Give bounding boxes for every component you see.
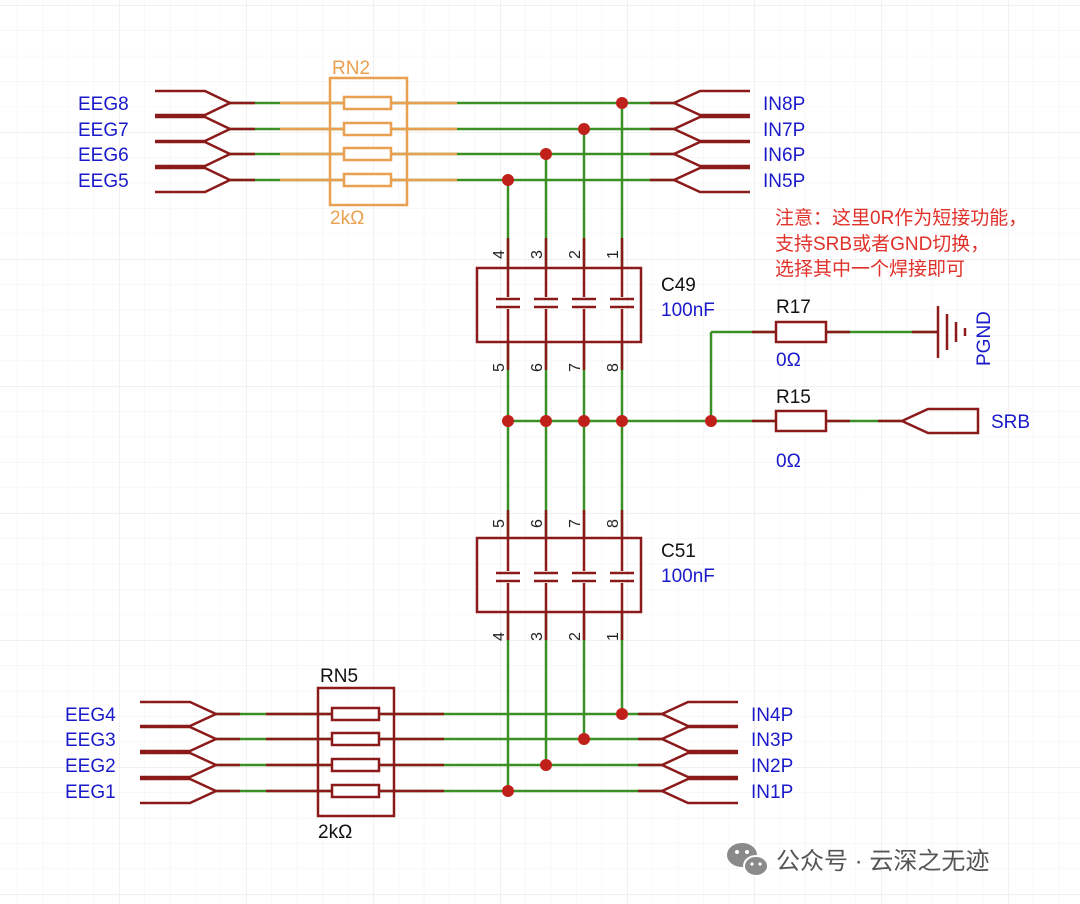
net-label-in2p: IN2P <box>751 756 793 777</box>
r15-resistor <box>752 409 902 433</box>
r15-name: R15 <box>776 387 811 408</box>
c49-pin-8: 8 <box>605 363 622 372</box>
c51-pin-5: 5 <box>491 519 508 528</box>
output-port-in1p <box>638 777 738 805</box>
c51-pin-8: 8 <box>605 519 622 528</box>
r15-value: 0Ω <box>776 451 801 472</box>
rn5-resistor-network <box>266 686 444 818</box>
port-shapes <box>140 89 980 805</box>
c49-name: C49 <box>661 275 696 296</box>
junction-dots <box>502 97 717 797</box>
rn5-value: 2kΩ <box>318 822 352 843</box>
c51-capacitor-array <box>475 510 643 640</box>
rn2-resistor-network <box>280 76 457 207</box>
pgnd-label: PGND <box>974 311 995 366</box>
rn2-value: 2kΩ <box>330 208 364 229</box>
input-port-eeg8 <box>155 89 255 117</box>
c51-name: C51 <box>661 541 696 562</box>
net-label-eeg1: EEG1 <box>65 782 116 803</box>
output-port-in3p <box>638 725 738 753</box>
net-label-in8p: IN8P <box>763 94 805 115</box>
net-label-in1p: IN1P <box>751 782 793 803</box>
c49-capacitor-array <box>475 238 643 370</box>
c51-pin-7: 7 <box>567 519 584 528</box>
c49-pin-6: 6 <box>529 363 546 372</box>
rn5-name: RN5 <box>320 666 358 687</box>
output-port-in5p <box>650 166 750 194</box>
input-port-eeg6 <box>155 140 255 168</box>
r17-resistor <box>752 320 850 344</box>
c49-pin-1: 1 <box>605 250 622 259</box>
note-line-2: 支持SRB或者GND切换， <box>775 233 989 255</box>
r17-name: R17 <box>776 297 811 318</box>
c51-pin-3: 3 <box>529 632 546 641</box>
net-label-eeg8: EEG8 <box>78 94 129 115</box>
note-line-1: 注意：这里0R作为短接功能， <box>775 207 1027 229</box>
srb-port-shape <box>899 407 980 435</box>
input-port-eeg2 <box>140 751 240 779</box>
net-label-in3p: IN3P <box>751 730 793 751</box>
c51-pin-1: 1 <box>605 632 622 641</box>
c49-pin-5: 5 <box>491 363 508 372</box>
r17-value: 0Ω <box>776 350 801 371</box>
net-label-eeg3: EEG3 <box>65 730 116 751</box>
input-port-eeg3 <box>140 725 240 753</box>
watermark-text: 公众号 · 云深之无迹 <box>776 848 989 875</box>
c49-pin-4: 4 <box>491 250 508 259</box>
net-label-in7p: IN7P <box>763 120 805 141</box>
c49-pin-3: 3 <box>529 250 546 259</box>
c51-pin-4: 4 <box>491 632 508 641</box>
net-label-eeg4: EEG4 <box>65 705 116 726</box>
net-label-eeg2: EEG2 <box>65 756 116 777</box>
c51-value: 100nF <box>661 566 715 587</box>
output-port-in6p <box>650 140 750 168</box>
input-port-eeg5 <box>155 166 255 194</box>
ground-icon <box>912 306 967 358</box>
wechat-icon <box>727 843 769 877</box>
net-label-eeg7: EEG7 <box>78 120 129 141</box>
output-port-in8p <box>650 89 750 117</box>
net-label-in4p: IN4P <box>751 705 793 726</box>
net-label-in6p: IN6P <box>763 145 805 166</box>
c49-pin-2: 2 <box>567 250 584 259</box>
net-label-eeg6: EEG6 <box>78 145 129 166</box>
output-port-in2p <box>638 751 738 779</box>
input-port-eeg1 <box>140 777 240 805</box>
note-line-3: 选择其中一个焊接即可 <box>775 258 965 280</box>
net-label-in5p: IN5P <box>763 171 805 192</box>
c49-value: 100nF <box>661 300 715 321</box>
c51-pin-6: 6 <box>529 519 546 528</box>
c49-pin-7: 7 <box>567 363 584 372</box>
srb-label: SRB <box>991 412 1030 433</box>
rn2-name: RN2 <box>332 58 370 79</box>
c51-pin-2: 2 <box>567 632 584 641</box>
net-label-eeg5: EEG5 <box>78 171 129 192</box>
